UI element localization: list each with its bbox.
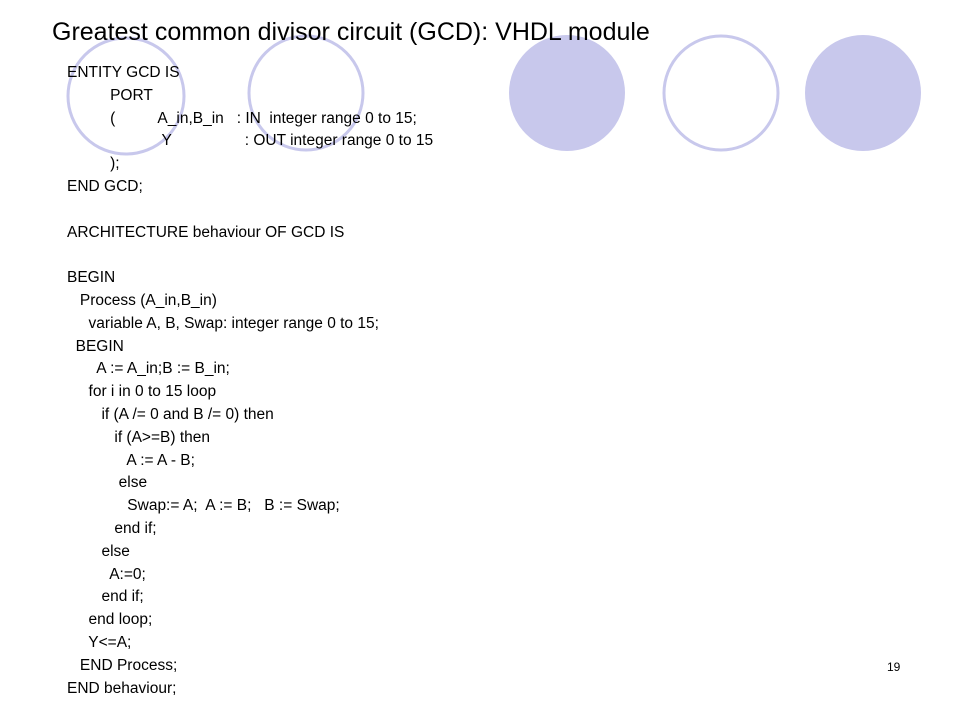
code-line: end if; (67, 519, 157, 537)
code-line: Swap:= A; A := B; B := Swap; (67, 497, 340, 515)
code-line: ); (67, 155, 120, 173)
code-line: PORT (67, 86, 153, 104)
code-line (67, 199, 433, 222)
page-number: 19 (887, 660, 901, 674)
code-line: if (A>=B) then (67, 428, 211, 446)
code-line: Process (A_in,B_in) (67, 291, 217, 309)
code-line: ENTITY GCD IS (67, 64, 180, 81)
code-line: Y : OUT integer range 0 to 15 (67, 132, 434, 150)
code-line: END Process; (67, 656, 178, 674)
code-line: ARCHITECTURE behaviour OF GCD IS (67, 223, 345, 241)
outline-circle-1 (66, 36, 186, 156)
code-line: BEGIN (67, 337, 124, 355)
filled-circle-1 (509, 35, 625, 151)
filled-circle-2 (805, 35, 921, 151)
code-line: BEGIN (67, 269, 116, 287)
decorative-circles (66, 34, 921, 156)
code-line (67, 244, 433, 267)
code-line: A:=0; (67, 565, 146, 583)
code-line: Y<=A; (67, 633, 132, 651)
code-line: ( A_in,B_in : IN integer range 0 to 15; (67, 109, 417, 127)
code-line: if (A /= 0 and B /= 0) then (67, 405, 274, 423)
code-line: end loop; (67, 611, 153, 629)
code-line: variable A, B, Swap: integer range 0 to … (67, 314, 379, 332)
code-line: else (67, 542, 130, 560)
code-line: A := A_in;B := B_in; (67, 360, 230, 378)
code-line: end if; (67, 588, 144, 606)
code-line: A := A - B; (67, 451, 195, 469)
code-line: END behaviour; (67, 679, 177, 697)
slide-title: Greatest common divisor circuit (GCD): V… (52, 18, 650, 46)
code-line: for i in 0 to 15 loop (67, 383, 217, 401)
code-line: END GCD; (67, 177, 143, 195)
outline-circle-2 (247, 34, 365, 152)
code-line: else (67, 474, 148, 492)
outline-circle-3 (662, 34, 780, 152)
vhdl-code-block: ENTITY GCD IS PORT ( A_in,B_in : IN inte… (67, 62, 433, 700)
